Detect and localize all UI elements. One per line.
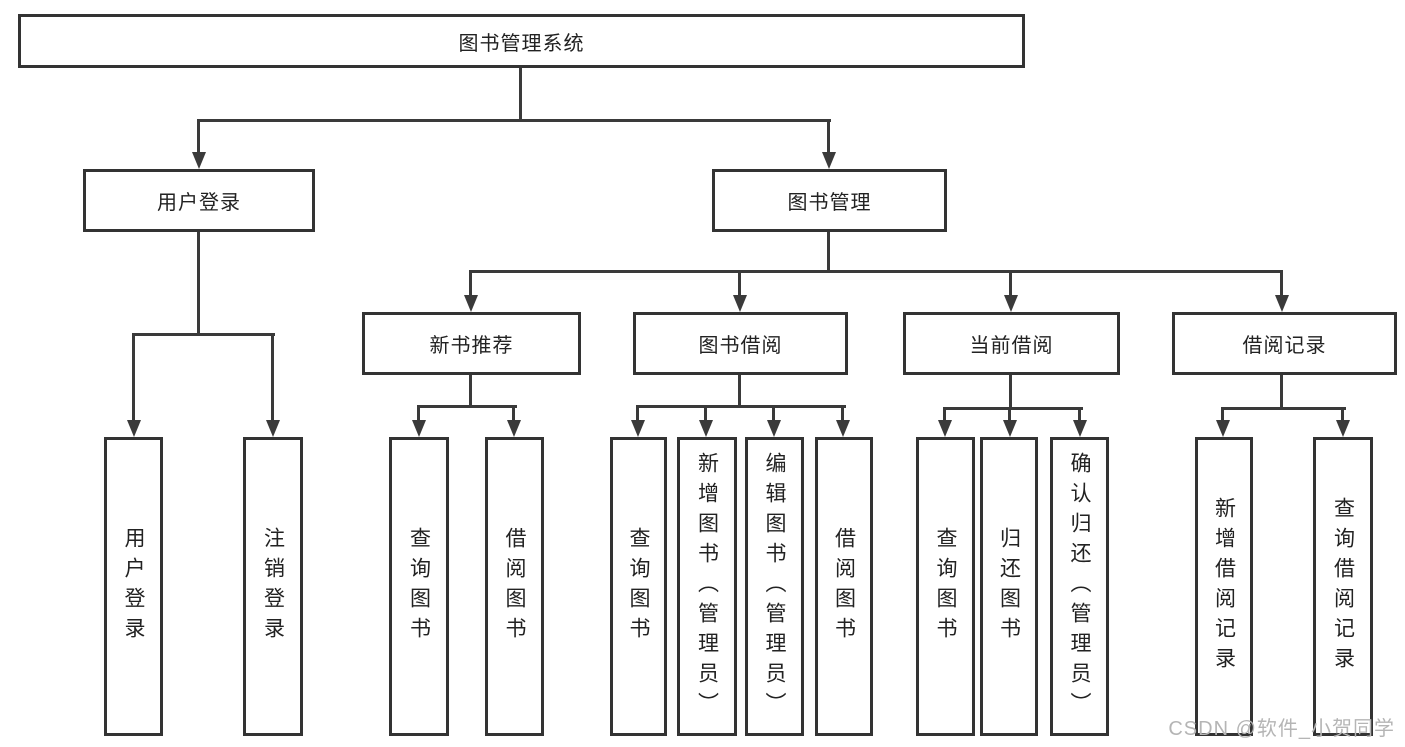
arrow-down-icon — [631, 420, 645, 437]
arrow-down-icon — [412, 420, 426, 437]
leaf-logout-label: 注销登录 — [261, 526, 285, 647]
connector-line — [738, 272, 741, 297]
connector-line — [943, 407, 1083, 410]
leaf-query-borrow-record-label: 查询借阅记录 — [1331, 496, 1355, 677]
connector-line — [1009, 375, 1012, 409]
arrow-down-icon — [1073, 420, 1087, 437]
arrow-down-icon — [192, 152, 206, 169]
connector-line — [271, 335, 274, 422]
leaf-query-books-2-label: 查询图书 — [627, 526, 650, 647]
leaf-confirm-return-admin-label: 确认归还（管理员） — [1068, 451, 1091, 722]
connector-line — [1221, 409, 1224, 422]
arrow-down-icon — [836, 420, 850, 437]
connector-line — [841, 407, 844, 422]
watermark: CSDN @软件_小贺同学 — [1168, 718, 1395, 740]
connector-line — [1280, 272, 1283, 297]
node-new-book-recommend-label: 新书推荐 — [429, 335, 514, 357]
leaf-user-login-label: 用户登录 — [122, 526, 145, 647]
leaf-edit-book-admin: 编辑图书（管理员） — [745, 437, 804, 736]
connector-line — [738, 375, 741, 407]
leaf-borrow-books-1: 借阅图书 — [485, 437, 544, 736]
connector-line — [704, 407, 707, 422]
connector-line — [772, 407, 775, 422]
leaf-query-books-3-label: 查询图书 — [934, 526, 957, 647]
leaf-logout: 注销登录 — [243, 437, 303, 736]
node-book-borrow-label: 图书借阅 — [698, 335, 783, 357]
leaf-query-borrow-record: 查询借阅记录 — [1313, 437, 1373, 736]
node-book-borrow: 图书借阅 — [633, 312, 848, 375]
connector-line — [1078, 409, 1081, 422]
arrow-down-icon — [767, 420, 781, 437]
leaf-borrow-books-2-label: 借阅图书 — [832, 526, 856, 647]
node-user-login-label: 用户登录 — [157, 192, 241, 214]
connector-line — [827, 232, 830, 272]
leaf-query-books-3: 查询图书 — [916, 437, 975, 736]
leaf-add-book-admin: 新增图书（管理员） — [677, 437, 737, 736]
leaf-query-books-2: 查询图书 — [610, 437, 667, 736]
connector-line — [943, 409, 946, 422]
connector-line — [197, 119, 831, 122]
connector-line — [417, 405, 517, 408]
connector-line — [636, 405, 846, 408]
connector-line — [417, 407, 420, 422]
arrow-down-icon — [1216, 420, 1230, 437]
leaf-return-book: 归还图书 — [980, 437, 1038, 736]
connector-line — [197, 232, 200, 336]
arrow-down-icon — [938, 420, 952, 437]
connector-line — [469, 270, 1283, 273]
connector-line — [132, 335, 135, 422]
node-borrow-records-label: 借阅记录 — [1242, 335, 1327, 357]
leaf-edit-book-admin-label: 编辑图书（管理员） — [763, 451, 786, 722]
connector-line — [469, 272, 472, 297]
arrow-down-icon — [699, 420, 713, 437]
connector-line — [469, 375, 472, 407]
connector-line — [519, 68, 522, 121]
connector-line — [1009, 272, 1012, 297]
node-book-management: 图书管理 — [712, 169, 947, 232]
arrow-down-icon — [1004, 295, 1018, 312]
arrow-down-icon — [464, 295, 478, 312]
node-library-system: 图书管理系统 — [18, 14, 1025, 68]
leaf-add-borrow-record: 新增借阅记录 — [1195, 437, 1253, 736]
node-new-book-recommend: 新书推荐 — [362, 312, 581, 375]
arrow-down-icon — [1336, 420, 1350, 437]
node-user-login: 用户登录 — [83, 169, 315, 232]
node-library-system-label: 图书管理系统 — [458, 32, 585, 55]
leaf-user-login: 用户登录 — [104, 437, 163, 736]
node-current-borrow: 当前借阅 — [903, 312, 1120, 375]
connector-line — [197, 121, 200, 154]
leaf-add-book-admin-label: 新增图书（管理员） — [695, 451, 719, 722]
connector-line — [1221, 407, 1346, 410]
connector-line — [827, 121, 830, 154]
leaf-query-books-1: 查询图书 — [389, 437, 449, 736]
arrow-down-icon — [1275, 295, 1289, 312]
arrow-down-icon — [1003, 420, 1017, 437]
arrow-down-icon — [733, 295, 747, 312]
leaf-borrow-books-1-label: 借阅图书 — [503, 526, 526, 647]
leaf-query-books-1-label: 查询图书 — [407, 526, 431, 647]
arrow-down-icon — [507, 420, 521, 437]
leaf-return-book-label: 归还图书 — [997, 526, 1021, 647]
connector-line — [1341, 409, 1344, 422]
arrow-down-icon — [266, 420, 280, 437]
node-current-borrow-label: 当前借阅 — [969, 335, 1054, 357]
connector-line — [1008, 409, 1011, 422]
connector-line — [512, 407, 515, 422]
leaf-borrow-books-2: 借阅图书 — [815, 437, 873, 736]
arrow-down-icon — [127, 420, 141, 437]
node-borrow-records: 借阅记录 — [1172, 312, 1397, 375]
connector-line — [1280, 375, 1283, 409]
connector-line — [636, 407, 639, 422]
node-book-management-label: 图书管理 — [787, 192, 872, 214]
connector-line — [132, 333, 275, 336]
arrow-down-icon — [822, 152, 836, 169]
leaf-add-borrow-record-label: 新增借阅记录 — [1212, 496, 1236, 677]
leaf-confirm-return-admin: 确认归还（管理员） — [1050, 437, 1109, 736]
